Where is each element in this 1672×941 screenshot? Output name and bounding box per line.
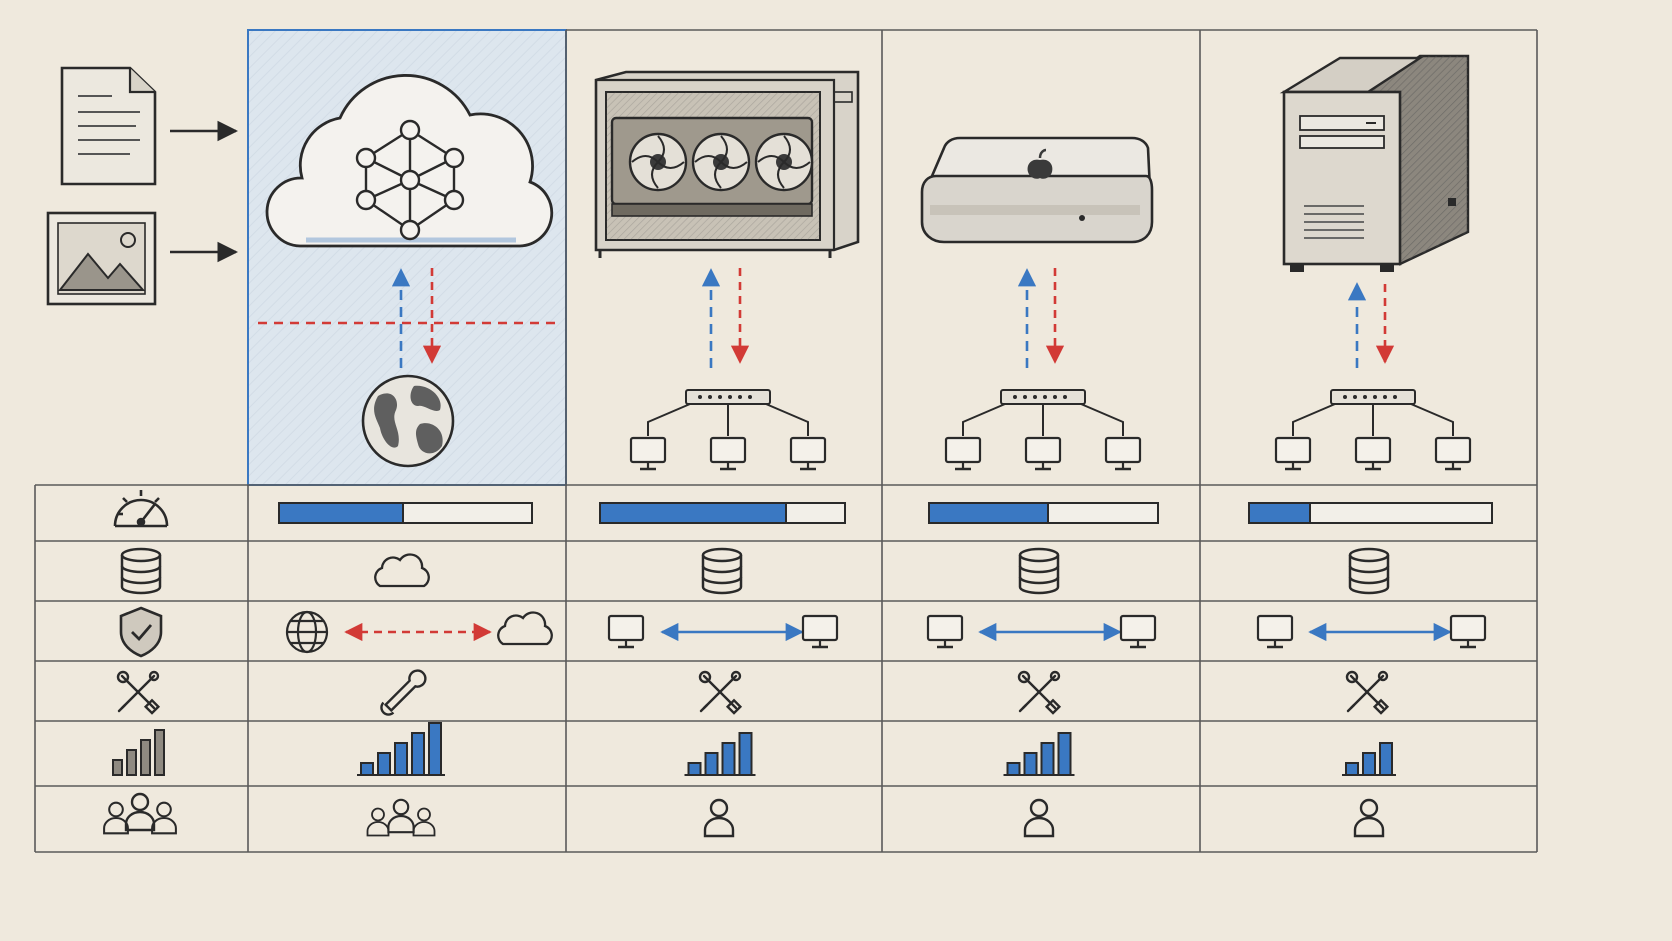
local-network-icon — [631, 390, 825, 469]
scalability-bar — [1379, 742, 1393, 776]
tools-icon — [698, 670, 742, 715]
single-user-icon — [1353, 798, 1385, 838]
image-icon — [46, 211, 157, 306]
monitor-icon — [801, 614, 839, 649]
scalability-chart — [357, 722, 445, 776]
cloud-storage-icon — [374, 553, 430, 588]
gpu-workstation-icon — [594, 70, 860, 258]
wrench-icon — [380, 669, 427, 716]
group-icon — [103, 792, 177, 835]
scalability-chart — [1342, 742, 1396, 776]
group-icon — [366, 798, 436, 837]
monitor-icon — [1119, 614, 1157, 649]
performance-fill — [928, 502, 1049, 524]
database-icon — [1018, 547, 1060, 595]
bar-chart-icon — [112, 729, 165, 776]
speedometer-icon — [113, 490, 169, 528]
tools-icon — [116, 670, 160, 715]
local-network-icon — [1276, 390, 1470, 469]
scalability-chart — [1003, 732, 1075, 776]
cloud-icon — [497, 611, 553, 646]
scalability-bar — [704, 752, 719, 776]
scalability-bar — [1040, 742, 1055, 776]
cloud-network-icon — [265, 74, 554, 248]
document-icon — [60, 66, 157, 186]
scalability-bar — [394, 742, 408, 776]
shield-check-icon — [119, 606, 163, 658]
database-icon — [120, 547, 162, 595]
monitor-icon — [1256, 614, 1294, 649]
local-network-icon — [946, 390, 1140, 469]
scalability-bar — [428, 722, 442, 776]
performance-bar — [1248, 502, 1493, 524]
scalability-chart — [684, 732, 756, 776]
scalability-bar — [1006, 762, 1021, 776]
database-icon — [1348, 547, 1390, 595]
performance-bar — [928, 502, 1159, 524]
performance-fill — [599, 502, 787, 524]
tower-server-icon — [1279, 54, 1470, 272]
scalability-bar — [738, 732, 753, 776]
scalability-bar — [1345, 762, 1359, 776]
scalability-bar — [1023, 752, 1038, 776]
performance-bar — [278, 502, 533, 524]
performance-fill — [1248, 502, 1311, 524]
scalability-bar — [377, 752, 391, 776]
monitor-icon — [926, 614, 964, 649]
monitor-icon — [1449, 614, 1487, 649]
monitor-icon — [607, 614, 645, 649]
single-user-icon — [703, 798, 735, 838]
mac-mini-icon — [920, 136, 1154, 244]
comparison-grid — [34, 29, 1538, 853]
scalability-bar — [721, 742, 736, 776]
database-icon — [701, 547, 743, 595]
scalability-bar — [687, 762, 702, 776]
scalability-bar — [411, 732, 425, 776]
globe-icon — [361, 374, 455, 468]
tools-icon — [1017, 670, 1061, 715]
scalability-bar — [1057, 732, 1072, 776]
tools-icon — [1345, 670, 1389, 715]
performance-bar — [599, 502, 846, 524]
single-user-icon — [1023, 798, 1055, 838]
scalability-bar — [360, 762, 374, 776]
performance-fill — [278, 502, 404, 524]
scalability-bar — [1362, 752, 1376, 776]
globe-icon — [285, 610, 329, 654]
